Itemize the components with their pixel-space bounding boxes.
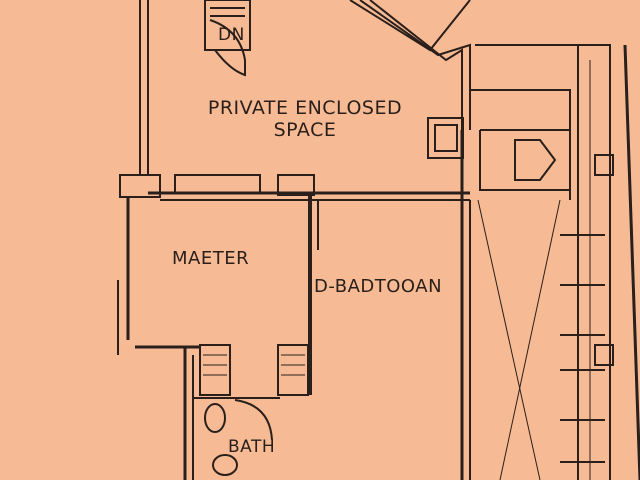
wardrobe xyxy=(199,344,231,396)
bath-label: BATH xyxy=(228,437,276,457)
column xyxy=(594,344,614,366)
bath-door xyxy=(234,399,273,441)
plan-line xyxy=(117,0,640,480)
plan-line xyxy=(623,44,640,480)
railing xyxy=(560,234,605,463)
plan-line xyxy=(479,129,570,191)
wardrobe xyxy=(277,344,309,396)
toilet xyxy=(204,403,226,433)
column xyxy=(594,154,614,176)
private-space-label: PRIVATE ENCLOSED SPACE xyxy=(207,97,403,141)
plan-line xyxy=(434,124,458,152)
angled-wall xyxy=(349,0,471,52)
window xyxy=(174,174,261,194)
angled-wall xyxy=(359,0,471,130)
basin xyxy=(212,454,238,476)
angled-wall xyxy=(369,0,463,130)
balcony-wall xyxy=(475,44,611,480)
stairs-label: DN xyxy=(218,25,245,45)
plan-line xyxy=(470,89,571,200)
plan-line xyxy=(477,199,541,480)
planter xyxy=(514,139,557,181)
stair-door xyxy=(209,19,246,77)
plan-line xyxy=(499,199,561,480)
plan-line xyxy=(203,354,305,376)
column xyxy=(119,174,161,198)
bedroom2-label: D-BADTOOAN xyxy=(314,276,443,297)
stairs xyxy=(204,0,251,51)
master-bedroom-label: MAETER xyxy=(172,248,250,269)
window xyxy=(277,174,315,196)
